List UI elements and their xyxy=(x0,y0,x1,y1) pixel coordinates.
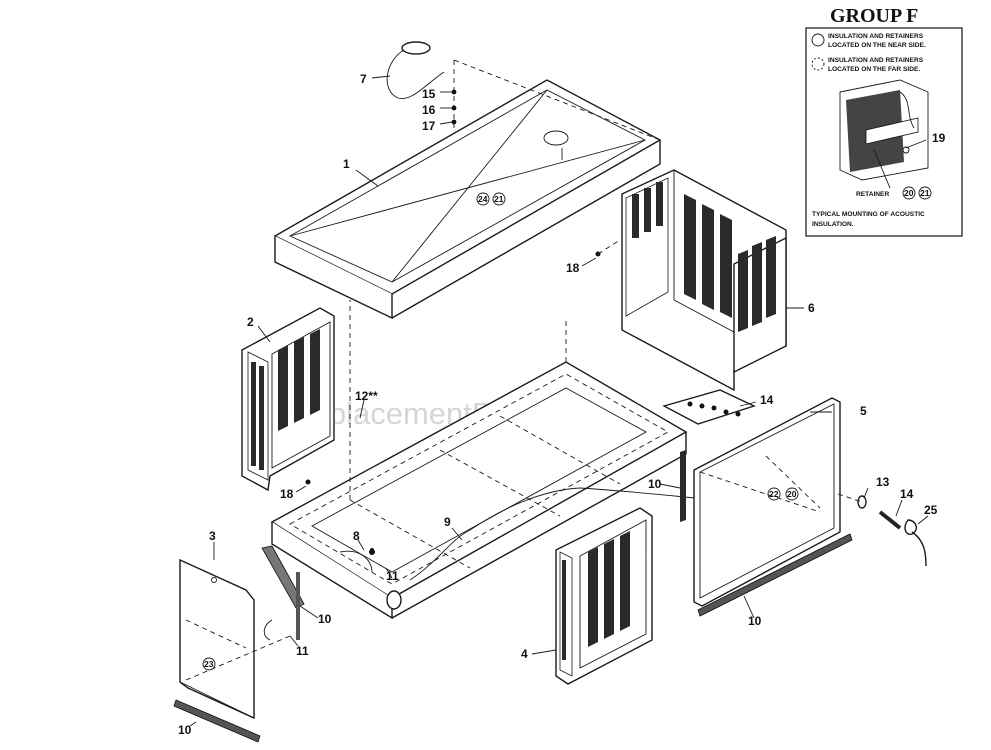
top-panel xyxy=(273,79,662,320)
front-panel-4 xyxy=(555,507,653,685)
group-title: GROUP F xyxy=(830,5,918,27)
callout-18-lower: 18 xyxy=(280,487,294,501)
callout-10-left: 10 xyxy=(318,612,332,626)
callout-4: 4 xyxy=(521,647,528,661)
callout-11-lower: 11 xyxy=(296,644,309,658)
legend-near-line2: LOCATED ON THE NEAR SIDE. xyxy=(828,42,926,49)
retainer-ref-21: 21 xyxy=(920,188,930,198)
base-frame xyxy=(270,300,823,620)
callout-8: 8 xyxy=(353,529,360,543)
retainer-ref-20: 20 xyxy=(904,188,914,198)
typical-line1: TYPICAL MOUNTING OF ACOUSTIC xyxy=(812,211,925,218)
ref-circle-21 xyxy=(492,192,506,206)
retainer-ref-circle-20 xyxy=(902,186,916,200)
callout-12: 12** xyxy=(355,389,378,403)
front-panel-3 xyxy=(179,558,291,720)
callout-1: 1 xyxy=(343,157,350,171)
callout-18-upper: 18 xyxy=(566,261,580,275)
right-side-panel xyxy=(621,169,787,392)
screw-18-lower xyxy=(305,479,311,485)
callout-15: 15 xyxy=(422,87,436,101)
detail-frame xyxy=(805,27,963,237)
retainer-ref-circle-21 xyxy=(918,186,932,200)
hardware-right xyxy=(837,493,927,567)
callout-2: 2 xyxy=(247,315,254,329)
callout-10-bottom: 10 xyxy=(178,723,192,737)
front-panel-5 xyxy=(693,397,841,607)
callout-13: 13 xyxy=(876,475,890,489)
callout-10-front: 10 xyxy=(748,614,762,628)
callout-14-screw: 14 xyxy=(900,487,914,501)
retainer-label: RETAINER xyxy=(856,191,889,198)
group-f-detail: GROUP F INSULATION AND RETAINERS LOCATED… xyxy=(805,5,963,237)
ref-circle-20 xyxy=(785,487,799,501)
ref-20: 20 xyxy=(787,489,797,499)
ref-circle-24 xyxy=(476,192,490,206)
callouts: 1 2 3 4 5 6 7 8 9 10 10 10 10 11 11 12** xyxy=(178,72,938,737)
detail-callout-19: 19 xyxy=(932,131,946,145)
callout-9: 9 xyxy=(444,515,451,529)
typical-line2: INSULATION. xyxy=(812,221,854,228)
legend-far-line1: INSULATION AND RETAINERS xyxy=(828,57,924,64)
callout-17: 17 xyxy=(422,119,436,133)
callout-6: 6 xyxy=(808,301,815,315)
callout-5: 5 xyxy=(860,404,867,418)
insulation-sketch xyxy=(839,79,929,181)
retainer-leader xyxy=(873,149,891,189)
ref-circle-23 xyxy=(202,657,216,671)
callout-16: 16 xyxy=(422,103,436,117)
mounting-rails xyxy=(173,450,853,743)
legend-far-line2: LOCATED ON THE FAR SIDE. xyxy=(828,66,920,73)
ref-23: 23 xyxy=(204,659,214,669)
near-side-symbol xyxy=(811,33,825,47)
ref-24: 24 xyxy=(478,194,488,204)
control-bracket xyxy=(662,389,756,425)
callout-3: 3 xyxy=(209,529,216,543)
ref-22: 22 xyxy=(769,489,779,499)
ref-circle-22 xyxy=(767,487,781,501)
callout-11-upper: 11 xyxy=(386,569,399,583)
left-side-panel xyxy=(241,307,335,492)
callout-14-bracket: 14 xyxy=(760,393,774,407)
ref-21: 21 xyxy=(494,194,504,204)
thermostat-assembly xyxy=(386,41,661,164)
far-side-symbol xyxy=(811,57,825,71)
callout-7: 7 xyxy=(360,72,367,86)
callout-25: 25 xyxy=(924,503,938,517)
legend-near-line1: INSULATION AND RETAINERS xyxy=(828,33,924,40)
callout-10-right: 10 xyxy=(648,477,662,491)
